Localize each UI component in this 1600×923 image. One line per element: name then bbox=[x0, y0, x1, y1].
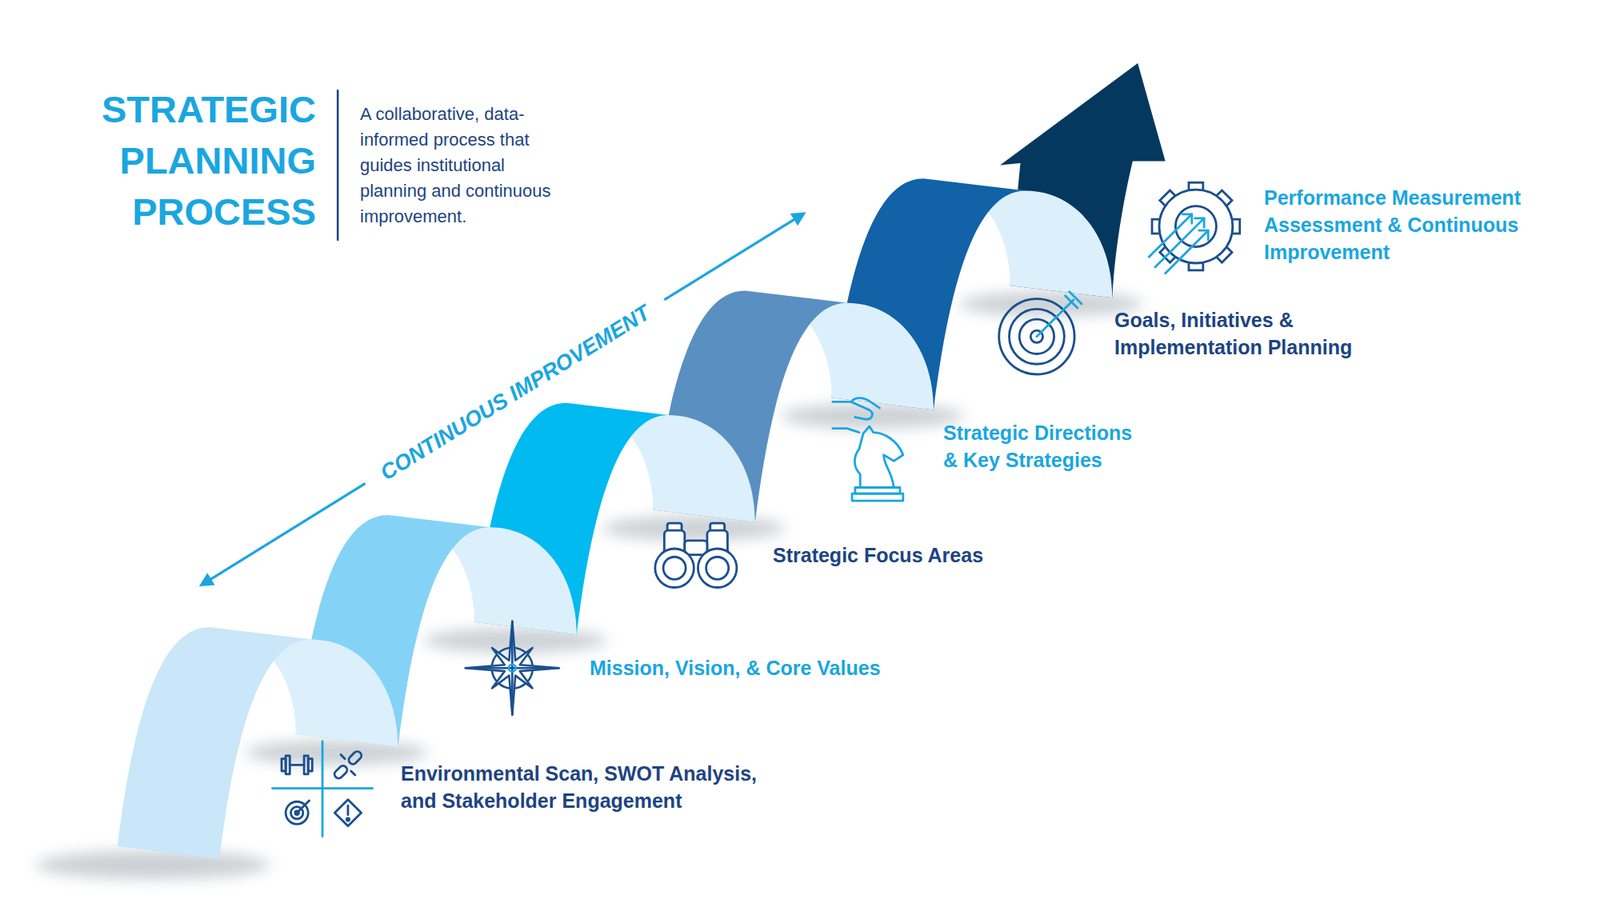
lens-inner bbox=[706, 556, 729, 580]
knight-piece bbox=[854, 426, 903, 488]
hand bbox=[832, 401, 872, 420]
diagram-caption: A collaborative, data-informed process t… bbox=[360, 101, 559, 230]
lens bbox=[697, 548, 736, 588]
growth-arrow bbox=[1165, 230, 1209, 274]
break-mark bbox=[340, 755, 345, 760]
arrow-fletch bbox=[1069, 292, 1082, 304]
target-arrow bbox=[1036, 300, 1074, 337]
shadow bbox=[36, 850, 271, 880]
knight-base bbox=[852, 493, 904, 501]
hand-finger bbox=[851, 398, 880, 408]
growth-arrows bbox=[1148, 214, 1208, 274]
arrow-head bbox=[790, 212, 807, 226]
link-half bbox=[347, 750, 364, 767]
compass-star bbox=[465, 621, 560, 716]
step-label: Environmental Scan, SWOT Analysis, and S… bbox=[400, 760, 781, 815]
hand-wrist bbox=[832, 428, 860, 433]
step-label: Strategic Directions & Key Strategies bbox=[943, 419, 1145, 474]
growth-arrow-head bbox=[1199, 230, 1208, 240]
step-label: Goals, Initiatives & Implementation Plan… bbox=[1114, 306, 1363, 361]
compass-ray bbox=[511, 668, 514, 716]
bridge bbox=[684, 540, 708, 556]
chess-icon bbox=[832, 398, 904, 501]
arrow-line bbox=[664, 215, 801, 300]
shadow bbox=[244, 740, 429, 766]
dumbbell-bar bbox=[289, 764, 304, 767]
growth-arrow-head bbox=[1195, 218, 1204, 228]
warning-mark bbox=[347, 805, 350, 815]
target-icon bbox=[999, 292, 1082, 375]
compass-ray bbox=[512, 667, 560, 670]
arrow-head bbox=[199, 572, 216, 587]
shadow-group bbox=[36, 292, 1144, 880]
link-half bbox=[332, 764, 349, 780]
warning-dot bbox=[346, 818, 349, 821]
target-arrow bbox=[296, 800, 309, 813]
gear-icon bbox=[1152, 182, 1240, 271]
separator-line bbox=[336, 89, 340, 241]
shadow bbox=[602, 516, 787, 541]
compass-ray bbox=[465, 667, 513, 670]
grid-line bbox=[272, 787, 373, 790]
target-ring bbox=[999, 299, 1075, 375]
step-label: Mission, Vision, & Core Values bbox=[589, 654, 1070, 682]
break-mark bbox=[351, 771, 356, 776]
lens bbox=[655, 548, 694, 588]
step-label: Strategic Focus Areas bbox=[772, 541, 1093, 569]
lens-inner bbox=[663, 556, 686, 580]
cycle-arrow bbox=[204, 215, 801, 584]
dumbbell-plate bbox=[308, 759, 312, 772]
warning-diamond bbox=[334, 800, 361, 827]
ribbon-arch bbox=[117, 627, 312, 859]
arrow-line bbox=[204, 483, 366, 584]
compass-ray bbox=[511, 621, 514, 669]
step-label: Performance Measurement Assessment & Con… bbox=[1264, 184, 1536, 266]
diagram-title: STRATEGIC PLANNING PROCESS bbox=[76, 84, 316, 238]
compass-center bbox=[508, 664, 516, 672]
swot-icon bbox=[272, 741, 373, 837]
compass-icon bbox=[465, 621, 560, 716]
growth-arrow-head bbox=[1182, 214, 1192, 224]
binoculars-icon bbox=[655, 523, 737, 588]
